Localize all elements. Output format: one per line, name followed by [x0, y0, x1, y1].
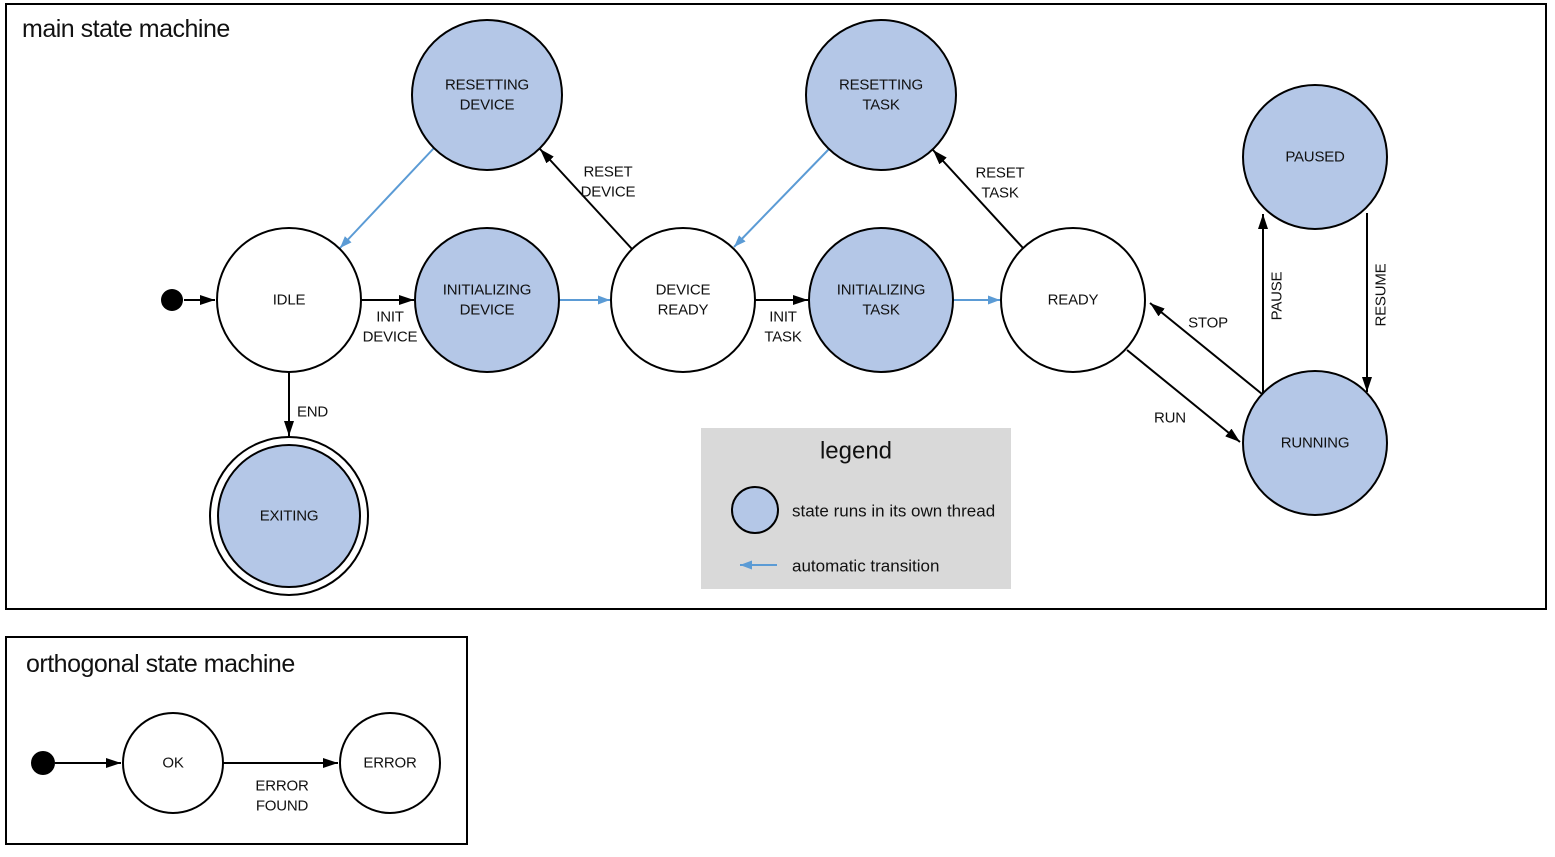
edge-label-init-task-line2: TASK [764, 329, 801, 346]
edge-label-reset-task-line2: TASK [981, 185, 1018, 202]
state-ok [122, 712, 224, 814]
state-paused [1242, 84, 1388, 230]
main-state-machine-title: main state machine [22, 15, 230, 43]
state-running-label: RUNNING [1281, 435, 1350, 452]
state-resetting-task-label-line2: TASK [862, 97, 899, 114]
edge-label-init-device-line1: INIT [376, 309, 404, 326]
edge-auto-resetting-task-to-device-ready [733, 148, 830, 248]
state-idle [216, 227, 362, 373]
edge-running-to-ready-stop [1149, 302, 1263, 395]
edge-label-pause: PAUSE [1269, 271, 1286, 320]
edge-label-stop: STOP [1188, 315, 1228, 332]
state-initializing-task-label-line1: INITIALIZING [837, 282, 925, 299]
main-state-machine-panel [5, 3, 1547, 610]
legend-auto-transition-label: automatic transition [792, 557, 939, 576]
state-device-ready [610, 227, 756, 373]
state-initializing-device-label-line1: INITIALIZING [443, 282, 531, 299]
edge-label-resume: RESUME [1373, 263, 1390, 326]
legend-title: legend [820, 438, 892, 465]
edge-label-error-found-line2: FOUND [256, 798, 309, 815]
legend-thread-state-label: state runs in its own thread [792, 502, 995, 521]
orthogonal-state-machine-panel [5, 636, 468, 845]
state-idle-label: IDLE [273, 292, 306, 309]
state-device-ready-label-line1: DEVICE [656, 282, 711, 299]
edge-label-run: RUN [1154, 410, 1186, 427]
state-ready-label: READY [1048, 292, 1099, 309]
state-initializing-task [808, 227, 954, 373]
state-resetting-device-label-line1: RESETTING [445, 77, 529, 94]
legend-thread-state-icon [731, 486, 779, 534]
edge-label-end: END [297, 404, 328, 421]
edge-ready-to-resetting-task [932, 149, 1024, 249]
state-resetting-task [805, 19, 957, 171]
state-running [1242, 370, 1388, 516]
state-error [339, 712, 441, 814]
state-ok-label: OK [162, 755, 183, 772]
state-device-ready-label-line2: READY [658, 302, 709, 319]
edge-label-reset-task-line1: RESET [975, 165, 1024, 182]
initial-state-dot [161, 289, 183, 311]
state-resetting-device-label-line2: DEVICE [460, 97, 515, 114]
state-initializing-task-label-line2: TASK [862, 302, 899, 319]
state-initializing-device [414, 227, 560, 373]
state-resetting-task-label-line1: RESETTING [839, 77, 923, 94]
edge-label-init-device-line2: DEVICE [363, 329, 418, 346]
state-error-label: ERROR [363, 755, 417, 772]
state-exiting-label: EXITING [260, 508, 319, 525]
orthogonal-state-machine-title: orthogonal state machine [26, 650, 295, 678]
state-ready [1000, 227, 1146, 373]
edge-ready-to-running-run [1126, 349, 1241, 443]
state-resetting-device [411, 19, 563, 171]
state-paused-label: PAUSED [1285, 149, 1345, 166]
edge-auto-resetting-device-to-idle [339, 147, 435, 249]
state-initializing-device-label-line2: DEVICE [460, 302, 515, 319]
edge-label-init-task-line1: INIT [769, 309, 797, 326]
edge-device-ready-to-resetting-device [539, 148, 633, 250]
state-exiting [217, 444, 361, 588]
orthogonal-initial-state-dot [31, 751, 55, 775]
edge-label-reset-device-line2: DEVICE [581, 184, 636, 201]
edge-label-error-found-line1: ERROR [255, 778, 309, 795]
edge-label-reset-device-line1: RESET [583, 164, 632, 181]
